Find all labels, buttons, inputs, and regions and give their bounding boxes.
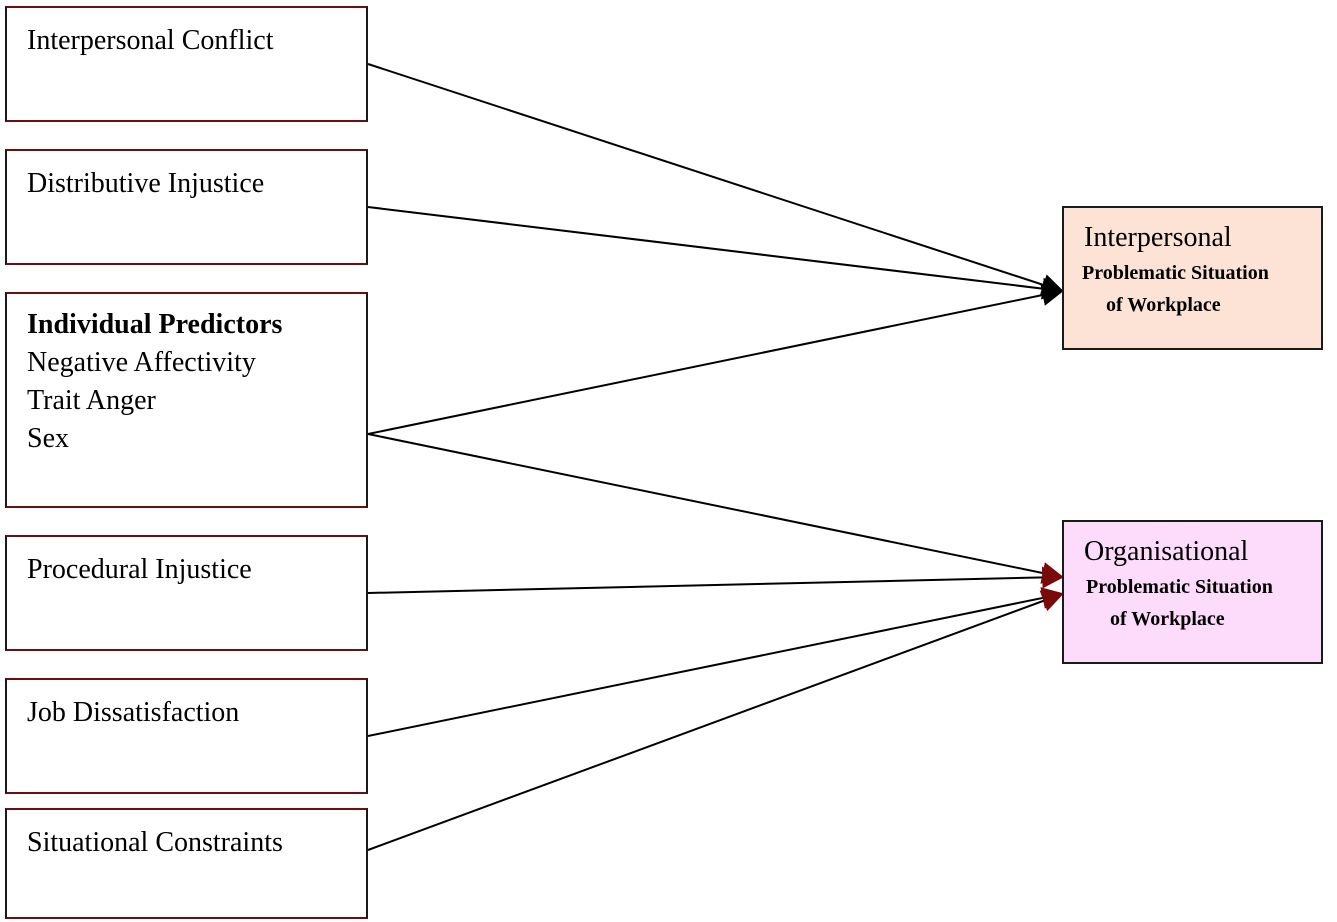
- label-distributive-injustice: Distributive Injustice: [27, 168, 265, 199]
- edge-procedural-injustice-to-organisational-outcome: [367, 566, 1065, 594]
- box-interpersonal-outcome: Interpersonal Problematic Situation of W…: [1062, 206, 1323, 350]
- title-organisational: Organisational: [1084, 536, 1249, 567]
- label-negative-affectivity: Negative Affectivity: [27, 347, 256, 378]
- box-distributive-injustice: Distributive Injustice: [5, 149, 368, 265]
- edge-individual-predictors-to-organisational-outcome: [367, 433, 1065, 584]
- title-interpersonal: Interpersonal: [1084, 222, 1232, 253]
- edge-job-dissatisfaction-to-organisational-outcome: [367, 587, 1065, 737]
- edge-distributive-injustice-to-interpersonal-outcome: [367, 206, 1065, 300]
- box-situational-constraints: Situational Constraints: [5, 808, 368, 919]
- box-organisational-outcome: Organisational Problematic Situation of …: [1062, 520, 1323, 664]
- subtitle-of-workplace: of Workplace: [1106, 294, 1221, 316]
- label-trait-anger: Trait Anger: [27, 385, 156, 416]
- label-interpersonal-conflict: Interpersonal Conflict: [27, 25, 274, 56]
- label-sex: Sex: [27, 423, 69, 454]
- subtitle-problematic-situation: Problematic Situation: [1086, 576, 1273, 598]
- label-situational-constraints: Situational Constraints: [27, 827, 283, 858]
- subtitle-problematic-situation: Problematic Situation: [1082, 262, 1269, 284]
- box-interpersonal-conflict: Interpersonal Conflict: [5, 6, 368, 122]
- box-individual-predictors: Individual Predictors Negative Affectivi…: [5, 292, 368, 508]
- edge-individual-predictors-to-interpersonal-outcome: [367, 284, 1065, 435]
- subtitle-of-workplace: of Workplace: [1110, 608, 1225, 630]
- label-job-dissatisfaction: Job Dissatisfaction: [27, 697, 240, 728]
- box-procedural-injustice: Procedural Injustice: [5, 535, 368, 651]
- heading-individual-predictors: Individual Predictors: [27, 309, 283, 340]
- box-job-dissatisfaction: Job Dissatisfaction: [5, 678, 368, 794]
- individual-predictors-list: Individual Predictors Negative Affectivi…: [27, 306, 282, 458]
- edge-interpersonal-conflict-to-interpersonal-outcome: [367, 63, 1065, 296]
- label-procedural-injustice: Procedural Injustice: [27, 554, 252, 585]
- edge-situational-constraints-to-organisational-outcome: [367, 590, 1065, 851]
